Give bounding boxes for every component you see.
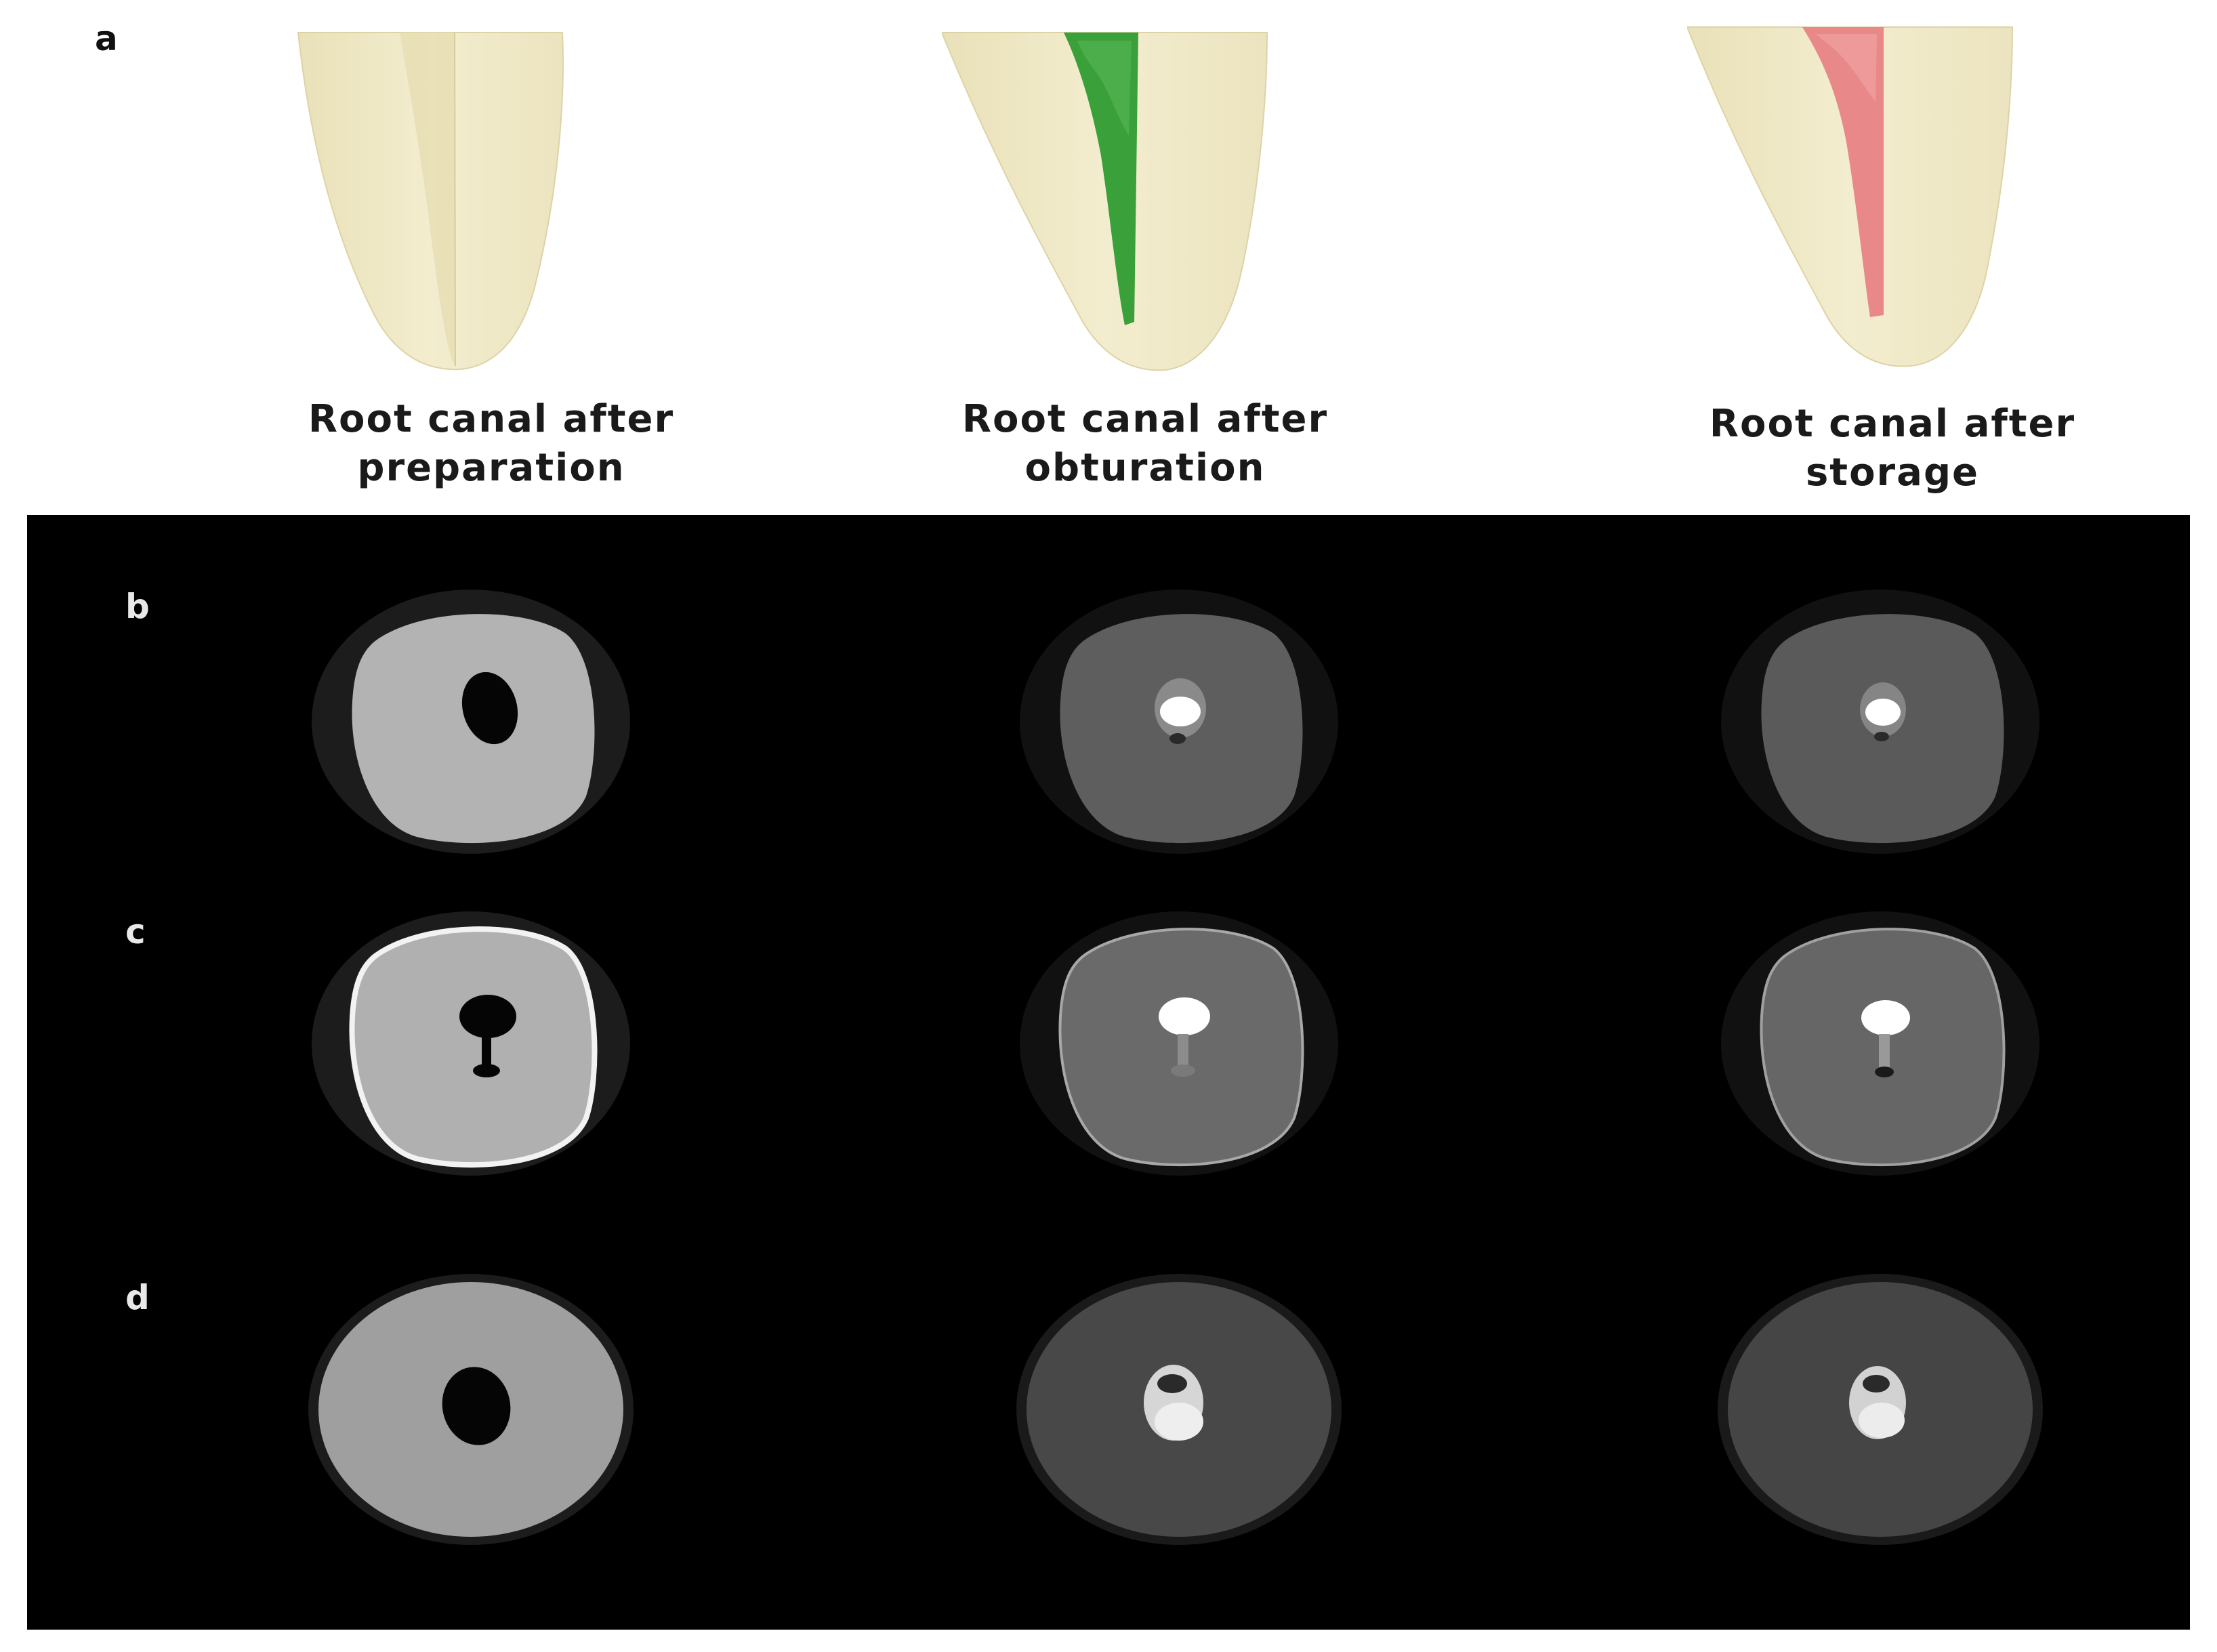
caption-preparation-line2: preparation	[357, 446, 625, 490]
caption-preparation: Root canal after preparation	[220, 395, 762, 493]
caption-preparation-line1: Root canal after	[308, 397, 675, 441]
caption-storage: Root canal after storage	[1621, 400, 2163, 497]
caption-obturation-line1: Root canal after	[961, 397, 1329, 441]
ct-slice-d-storage	[1704, 1267, 2056, 1552]
tooth-render-preparation	[278, 0, 698, 379]
caption-obturation-line2: obturation	[1024, 446, 1266, 490]
caption-obturation: Root canal after obturation	[874, 395, 1416, 493]
tooth-render-storage	[1687, 0, 2107, 379]
panel-label-b: b	[125, 587, 150, 626]
ct-slice-d-obturation	[1003, 1267, 1355, 1552]
ct-slice-b-preparation	[302, 579, 654, 864]
caption-storage-line1: Root canal after	[1709, 402, 2076, 446]
ct-slice-c-obturation	[1003, 901, 1355, 1186]
ct-slice-b-obturation	[1003, 579, 1355, 864]
ct-slice-d-preparation	[302, 1267, 654, 1552]
ct-slice-b-storage	[1704, 579, 2056, 864]
ct-slice-c-storage	[1704, 901, 2056, 1186]
panel-label-c: c	[125, 912, 146, 951]
panel-label-a: a	[95, 19, 118, 58]
panel-label-d: d	[125, 1278, 150, 1317]
ct-slice-c-preparation	[302, 901, 654, 1186]
tooth-render-obturation	[942, 0, 1362, 379]
caption-storage-line2: storage	[1805, 451, 1980, 495]
micro-ct-panel: b c d	[27, 515, 2190, 1630]
